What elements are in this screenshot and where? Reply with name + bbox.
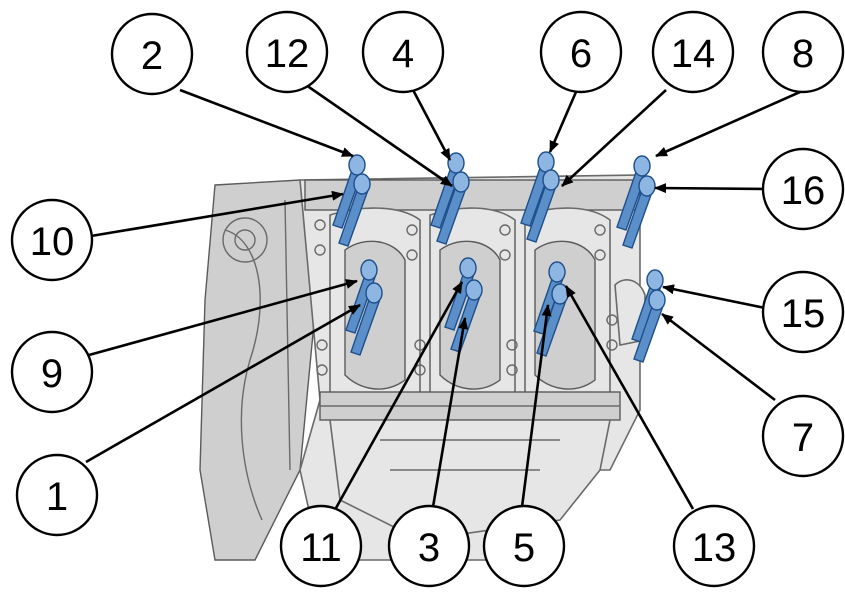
callout-6: 6 <box>539 10 623 94</box>
bolt-pair-1 <box>332 154 371 247</box>
callout-label: 15 <box>781 292 826 336</box>
callout-label: 1 <box>46 475 68 519</box>
callout-5: 5 <box>482 504 566 588</box>
bolt-pair-5 <box>345 259 383 356</box>
callout-8: 8 <box>761 10 845 94</box>
callout-1: 1 <box>15 453 99 537</box>
callout-label: 3 <box>418 526 440 570</box>
callout-13: 13 <box>672 504 756 588</box>
bolt-pair-3 <box>520 151 560 243</box>
bolt-pair-8 <box>631 269 666 363</box>
callout-14: 14 <box>651 10 735 94</box>
callout-12: 12 <box>245 10 329 94</box>
callout-label: 14 <box>671 32 716 76</box>
bolt-pair-4 <box>616 155 656 249</box>
callout-label: 8 <box>792 32 814 76</box>
engine-block <box>199 174 646 561</box>
callout-label: 7 <box>792 416 814 460</box>
callout-label: 9 <box>41 352 63 396</box>
callout-2: 2 <box>110 12 194 96</box>
callout-4: 4 <box>361 10 445 94</box>
callout-label: 12 <box>265 32 310 76</box>
callout-label: 10 <box>30 220 75 264</box>
callout-9: 9 <box>10 330 94 414</box>
callout-16: 16 <box>761 147 845 231</box>
callout-11: 11 <box>279 504 363 588</box>
callouts: 1 2 3 4 5 6 7 8 <box>10 10 845 588</box>
callout-7: 7 <box>761 394 845 478</box>
callout-label: 6 <box>570 32 592 76</box>
callout-label: 4 <box>392 32 414 76</box>
callout-label: 11 <box>300 526 342 570</box>
callout-label: 13 <box>692 526 737 570</box>
timing-cover <box>199 179 321 561</box>
callout-10: 10 <box>10 198 94 282</box>
callout-label: 5 <box>513 526 535 570</box>
callout-15: 15 <box>761 270 845 354</box>
callout-label: 2 <box>141 34 163 78</box>
leader-lines <box>85 83 810 510</box>
callout-label: 16 <box>781 169 826 213</box>
callout-3: 3 <box>387 504 471 588</box>
